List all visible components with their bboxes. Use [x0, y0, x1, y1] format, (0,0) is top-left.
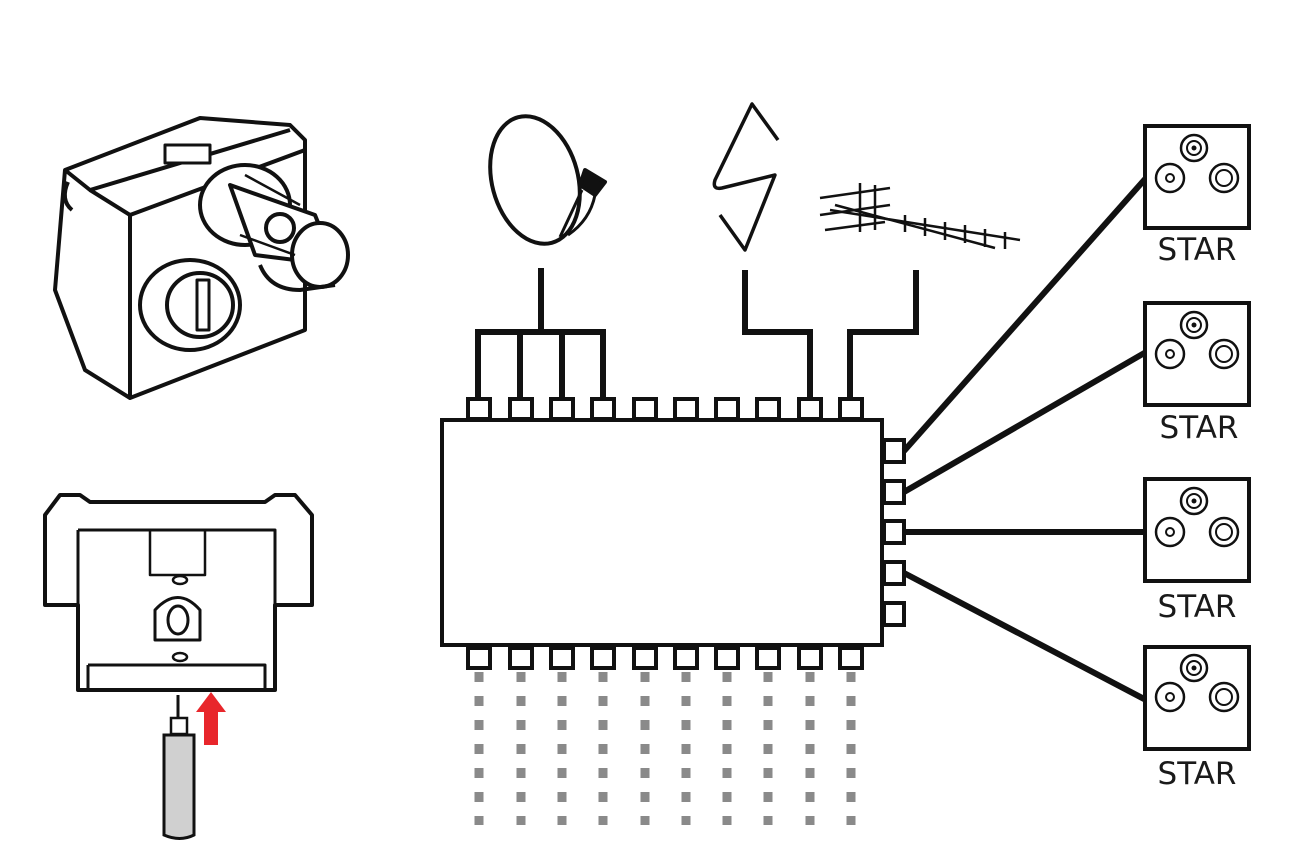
outlet-label: STAR: [1158, 232, 1237, 268]
tv-outlet-icon: [1143, 645, 1251, 751]
input-feed-lines: [475, 268, 919, 398]
fm-antenna-icon: [712, 102, 780, 252]
output-lines: [901, 176, 1149, 703]
wall-socket-icon: [53, 116, 350, 400]
multiswitch-icon: [440, 397, 906, 670]
tv-outlet-2: STAR: [1143, 301, 1251, 446]
cascade-dashed-lines: [474, 672, 856, 825]
tv-outlet-3: STAR: [1143, 477, 1251, 625]
socket-rear-icon: [43, 493, 314, 692]
tv-outlet-1: STAR: [1143, 124, 1251, 268]
outlet-label: STAR: [1158, 589, 1237, 625]
outlet-label: STAR: [1160, 410, 1239, 446]
yagi-antenna-icon: [819, 183, 1021, 250]
outlet-label: STAR: [1158, 756, 1237, 792]
satellite-dish-icon: [488, 114, 607, 246]
tv-outlet-icon: [1143, 477, 1251, 583]
tv-outlet-4: STAR: [1143, 645, 1251, 792]
insert-arrow-icon: [196, 692, 226, 745]
tv-outlet-icon: [1143, 124, 1251, 230]
tv-outlet-icon: [1143, 301, 1251, 407]
coax-cable-icon: [162, 695, 196, 840]
